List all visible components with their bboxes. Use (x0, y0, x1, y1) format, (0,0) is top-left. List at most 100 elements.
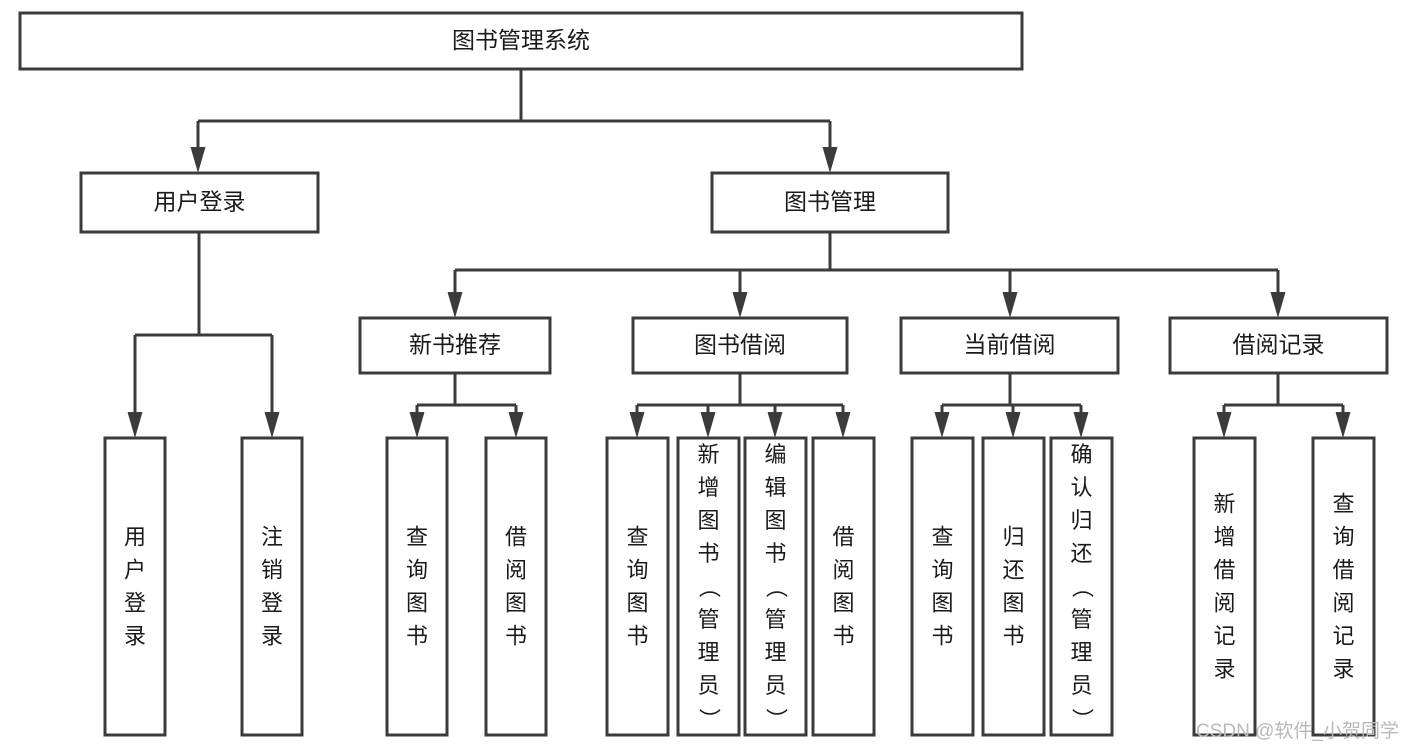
arrow-head-icon (767, 412, 783, 438)
node-box[interactable] (710, 171, 950, 234)
node-label-char: 管 (697, 607, 719, 632)
arrow-head-icon (190, 147, 206, 173)
node-label-char: 图 (1002, 591, 1024, 616)
node-label-char: 查 (626, 525, 648, 550)
node-label-char: 阅 (1332, 591, 1354, 616)
node-box[interactable] (18, 11, 1024, 71)
leaf-node-leaf-user-login[interactable]: 用户登录 (103, 436, 167, 737)
arrow-head-icon (409, 412, 425, 438)
node-label-char: 注 (261, 525, 283, 550)
arrow-head-icon (1216, 412, 1232, 438)
node-box[interactable] (981, 436, 1046, 737)
arrow-head-icon (700, 412, 716, 438)
node-label-char: 借 (1332, 558, 1354, 583)
node-label-char: 归 (1070, 508, 1092, 533)
node-label-char: 员 (764, 673, 786, 698)
node-label-char: 管 (1070, 607, 1092, 632)
node-box[interactable] (605, 436, 670, 737)
node-label-char: 增 (697, 475, 719, 500)
node-label-char: 员 (697, 673, 719, 698)
arrow-head-icon (1073, 412, 1089, 438)
node-label-char: 管 (764, 607, 786, 632)
node-box[interactable] (631, 316, 849, 375)
node-label-char: ） (1070, 708, 1095, 730)
node-box[interactable] (811, 436, 876, 737)
node-label-char: 增 (1213, 525, 1235, 550)
node-box[interactable] (910, 436, 975, 737)
arrow-head-icon (127, 412, 143, 438)
node-label-char: 图 (931, 591, 953, 616)
node-label-char: （ (764, 576, 789, 598)
level1-node-book-manage[interactable]: 图书管理 (710, 171, 950, 234)
node-box[interactable] (1168, 316, 1389, 375)
arrow-head-icon (1002, 292, 1018, 318)
level2-node-new-book-recommend[interactable]: 新书推荐 (358, 316, 552, 375)
node-box[interactable] (358, 316, 552, 375)
node-box[interactable] (1311, 436, 1376, 737)
root-node-root[interactable]: 图书管理系统 (18, 11, 1024, 71)
node-label-char: 阅 (832, 558, 854, 583)
node-label-char: 录 (124, 624, 146, 649)
node-box[interactable] (240, 436, 304, 737)
node-label-char: 录 (261, 624, 283, 649)
node-label-char: 阅 (1213, 591, 1235, 616)
level2-node-borrow-record[interactable]: 借阅记录 (1168, 316, 1389, 375)
node-label-char: 查 (1332, 492, 1354, 517)
node-label-char: 新 (1213, 492, 1235, 517)
level2-node-current-borrow[interactable]: 当前借阅 (899, 316, 1120, 375)
connector-borrow-record (1216, 373, 1351, 438)
node-label-char: 图 (406, 591, 428, 616)
node-label-char: 理 (697, 640, 719, 665)
node-box[interactable] (1049, 436, 1114, 737)
node-label-char: 书 (1002, 624, 1024, 649)
node-box[interactable] (743, 436, 808, 737)
node-label-char: 归 (1002, 525, 1024, 550)
node-label: 图书管理系统 (452, 27, 590, 53)
node-label-char: 还 (1002, 558, 1024, 583)
node-label-char: 询 (1332, 525, 1354, 550)
node-label: 借阅记录 (1233, 332, 1325, 358)
node-label-char: 还 (1070, 541, 1092, 566)
node-box[interactable] (484, 436, 548, 737)
node-label: 当前借阅 (964, 332, 1056, 358)
node-label-char: 查 (406, 525, 428, 550)
node-box[interactable] (676, 436, 741, 737)
arrow-head-icon (447, 292, 463, 318)
arrow-head-icon (508, 412, 524, 438)
node-label-char: 编 (764, 442, 786, 467)
node-layer: 图书管理系统用户登录图书管理新书推荐图书借阅当前借阅借阅记录用户登录注销登录查询… (18, 11, 1389, 737)
node-label-char: 员 (1070, 673, 1092, 698)
node-label-char: 记 (1332, 624, 1354, 649)
node-box[interactable] (385, 436, 449, 737)
level2-node-book-borrow[interactable]: 图书借阅 (631, 316, 849, 375)
node-label-char: 询 (626, 558, 648, 583)
node-box[interactable] (899, 316, 1120, 375)
level1-node-user-login[interactable]: 用户登录 (79, 171, 320, 234)
node-label-char: 图 (626, 591, 648, 616)
connector-current-borrow (934, 373, 1089, 438)
node-label-char: 录 (1332, 657, 1354, 682)
node-label: 图书借阅 (694, 332, 786, 358)
node-box[interactable] (79, 171, 320, 234)
node-label-char: 询 (931, 558, 953, 583)
node-label-char: 借 (1213, 558, 1235, 583)
node-box[interactable] (1192, 436, 1257, 737)
node-label-char: 理 (1070, 640, 1092, 665)
arrow-head-icon (732, 292, 748, 318)
node-label-char: 书 (406, 624, 428, 649)
node-box[interactable] (103, 436, 167, 737)
